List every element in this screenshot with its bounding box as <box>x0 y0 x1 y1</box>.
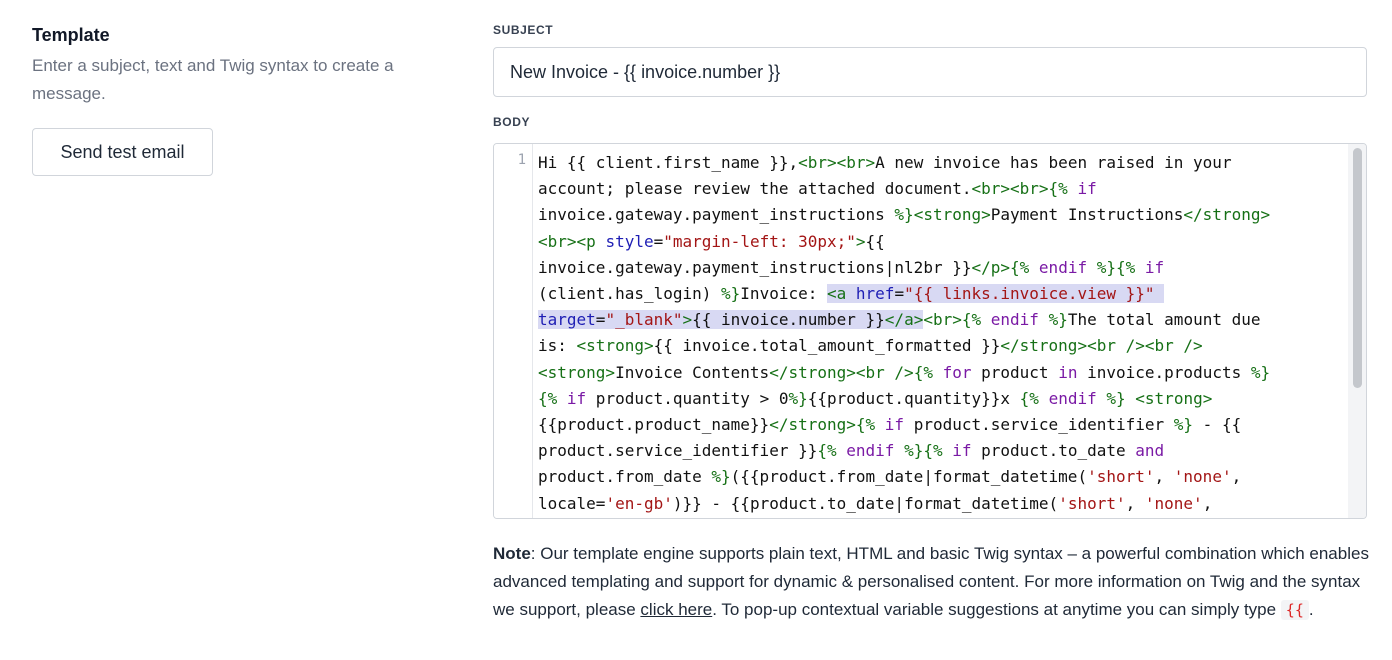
send-test-email-button[interactable]: Send test email <box>32 128 213 176</box>
note-text-2: . To pop-up contextual variable suggesti… <box>712 600 1281 619</box>
editor-scrollbar[interactable] <box>1348 144 1366 518</box>
body-code-editor[interactable]: 1 Hi {{ client.first_name }},<br><br>A n… <box>493 143 1367 519</box>
line-number-gutter: 1 <box>494 144 533 518</box>
editor-scroll-thumb[interactable] <box>1353 148 1362 388</box>
note-prefix: Note <box>493 544 531 563</box>
twig-open-code: {{ <box>1280 600 1309 620</box>
body-code[interactable]: Hi {{ client.first_name }},<br><br>A new… <box>538 153 1271 513</box>
section-description: Enter a subject, text and Twig syntax to… <box>32 56 394 103</box>
note-text-1: : Our template engine supports plain tex… <box>493 544 1369 619</box>
click-here-link[interactable]: click here <box>640 600 713 619</box>
syntax-note: Note: Our template engine supports plain… <box>493 540 1373 624</box>
subject-input[interactable] <box>493 47 1367 97</box>
template-info-panel: Template Enter a subject, text and Twig … <box>32 22 462 176</box>
body-label: BODY <box>493 115 531 129</box>
line-number: 1 <box>517 152 526 168</box>
section-title: Template <box>32 25 110 45</box>
subject-label: SUBJECT <box>493 23 554 37</box>
note-text-3: . <box>1308 600 1314 619</box>
